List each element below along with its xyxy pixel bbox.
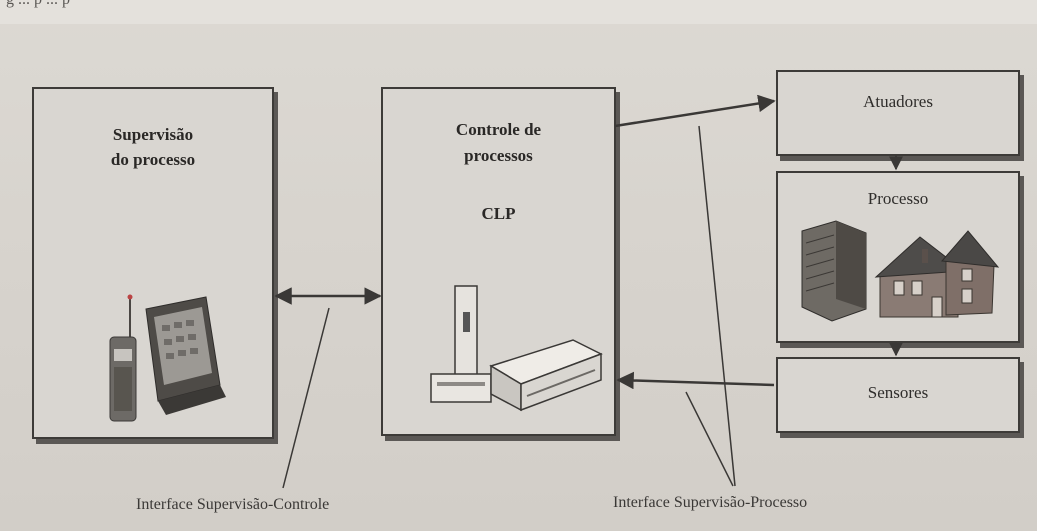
control-clp-label: CLP [481,204,516,223]
cropped-caption-text: g ... p ... p [6,0,70,9]
interface-supervision-process-label: Interface Supervisão-Processo [613,494,808,511]
control-title-line1: Controle de [455,120,542,139]
supervision-process-pointer-b [685,391,734,487]
plc-module-icon [489,339,603,412]
house-icon [874,230,1000,318]
process-label: Processo [867,189,929,208]
interface-supervision-control-label: Interface Supervisão-Controle [136,496,330,513]
supervision-control-pointer [282,307,330,489]
process-box: Processo [776,171,1020,343]
supervision-box: Supervisão do processo [32,87,274,439]
cropped-caption-strip: g ... p ... p [0,0,1037,24]
actuators-box: Atuadores [776,70,1020,156]
plc-tower-icon [430,285,492,403]
control-box: Controle de processos CLP [381,87,616,436]
sensors-label: Sensores [867,383,929,402]
actuators-label: Atuadores [863,92,933,111]
control-title-line2: processos [464,146,533,165]
control-to-actuators-arrow [614,94,776,128]
office-building-icon [801,220,867,322]
sensors-box: Sensores [776,357,1020,433]
supervision-process-pointer-a [698,125,736,487]
supervision-title-line2: do processo [110,150,196,169]
sensors-to-control-arrow [616,371,775,390]
handheld-radio-icon [109,294,137,422]
supervision-title-line1: Supervisão [112,125,194,144]
touch-panel-icon [145,296,226,415]
